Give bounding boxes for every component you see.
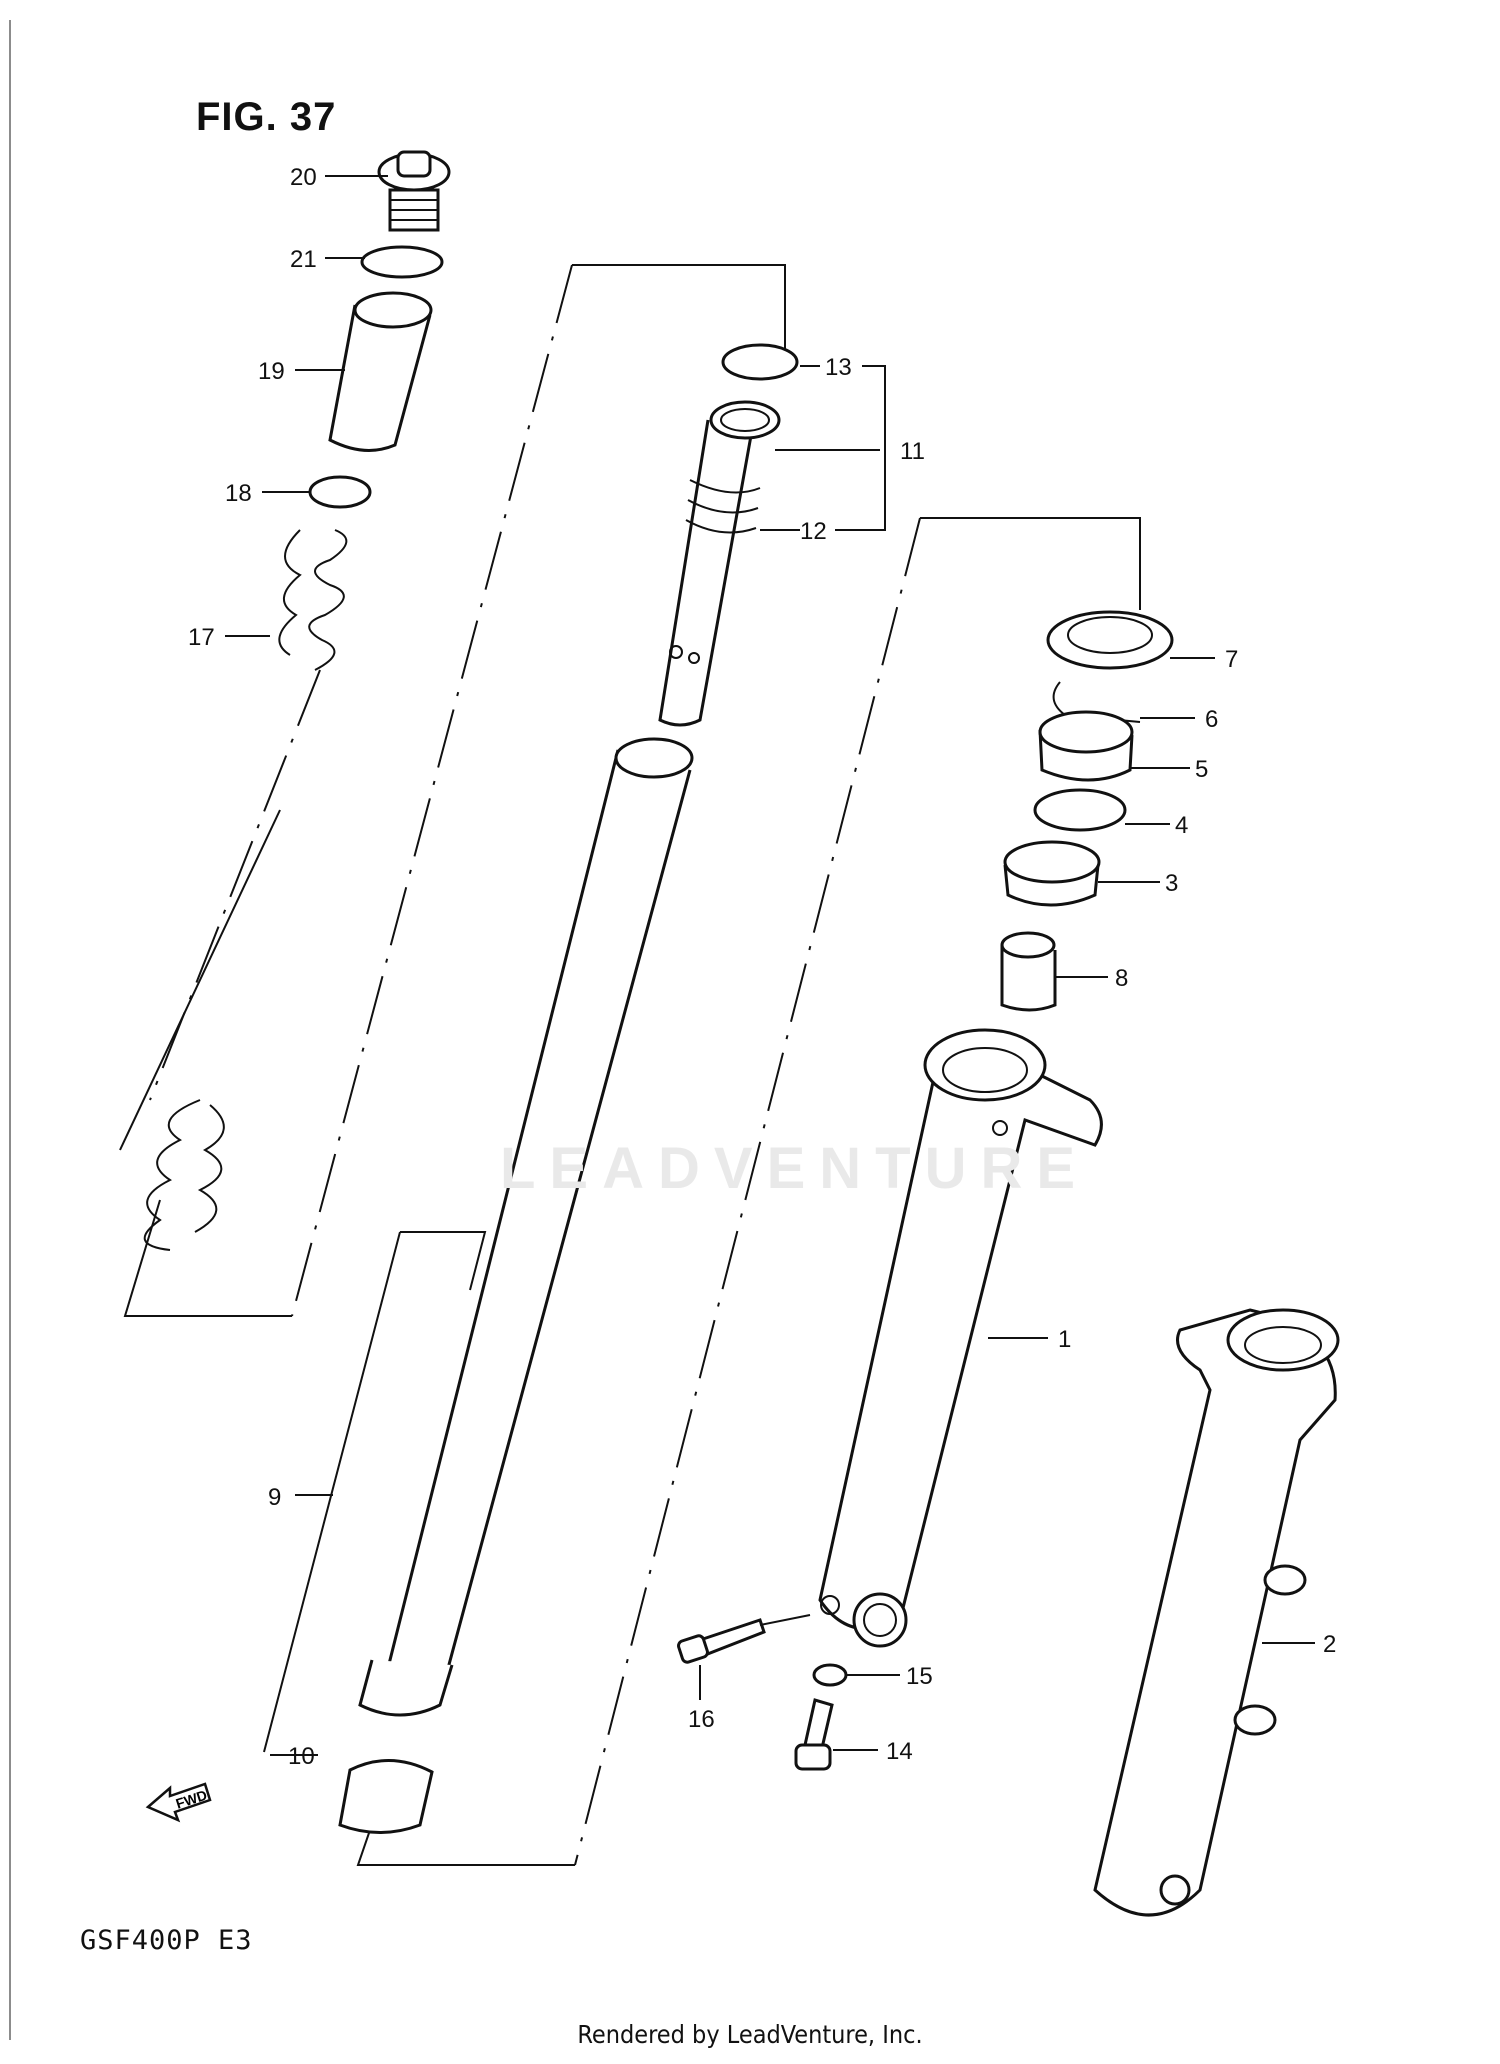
retainer-part <box>1033 788 1127 832</box>
callout-7: 7 <box>1225 646 1238 673</box>
fwd-label: FWD <box>174 1787 209 1812</box>
guide-line <box>149 669 321 1101</box>
oil-lock-piece-part <box>1000 931 1057 1012</box>
model-code: GSF400P E3 <box>80 1925 253 1956</box>
callout-14: 14 <box>886 1738 913 1765</box>
callout-20: 20 <box>290 164 317 191</box>
callout-4: 4 <box>1175 812 1188 839</box>
footer-credit: Rendered by LeadVenture, Inc. <box>577 2020 923 2049</box>
callout-18: 18 <box>225 480 252 507</box>
gasket-part <box>812 1663 848 1687</box>
oil-seal-part <box>1038 710 1134 782</box>
washer-part <box>308 475 372 509</box>
cap-bolt-part <box>377 150 451 232</box>
bolt-part <box>677 1618 766 1664</box>
guide-line <box>400 1231 487 1291</box>
callout-21: 21 <box>290 246 317 273</box>
outer-tube-part <box>818 1028 1103 1648</box>
inner-tube-part <box>358 737 694 1717</box>
guide-line <box>123 1199 292 1317</box>
callout-13: 13 <box>825 354 852 381</box>
spacer-part <box>328 291 433 452</box>
guide-line <box>920 517 1141 610</box>
callout-1: 1 <box>1058 1326 1071 1353</box>
o-ring-part <box>360 245 444 279</box>
callout-16: 16 <box>688 1706 715 1733</box>
damper-rod-part <box>658 400 781 727</box>
slide-bushing-part <box>338 1759 434 1834</box>
callout-5: 5 <box>1195 756 1208 783</box>
guide-line <box>119 809 281 1151</box>
callout-6: 6 <box>1205 706 1218 733</box>
callout-11: 11 <box>900 438 925 465</box>
outer-tube-part <box>1093 1308 1340 1917</box>
guide-line <box>263 1231 401 1753</box>
callout-3: 3 <box>1165 870 1178 897</box>
guide-line <box>356 1829 575 1866</box>
watermark-text: LEADVENTURE <box>500 1136 1090 1201</box>
callout-9: 9 <box>268 1484 281 1511</box>
guide-line <box>574 517 921 1866</box>
callout-10: 10 <box>288 1743 315 1770</box>
callout-19: 19 <box>258 358 285 385</box>
guide-line <box>572 264 786 360</box>
callout-8: 8 <box>1115 965 1128 992</box>
callout-15: 15 <box>906 1663 933 1690</box>
fwd-arrow-icon: FWD <box>145 1782 212 1823</box>
figure-title: FIG. 37 <box>196 95 337 139</box>
ring-part <box>721 343 799 381</box>
callout-12: 12 <box>800 518 827 545</box>
bolt-part <box>794 1698 834 1771</box>
callout-17: 17 <box>188 624 215 651</box>
guide-metal-part <box>1003 840 1101 907</box>
callout-2: 2 <box>1323 1631 1336 1658</box>
dust-seal-part <box>1046 610 1174 670</box>
fork-spring-part <box>143 529 348 1251</box>
